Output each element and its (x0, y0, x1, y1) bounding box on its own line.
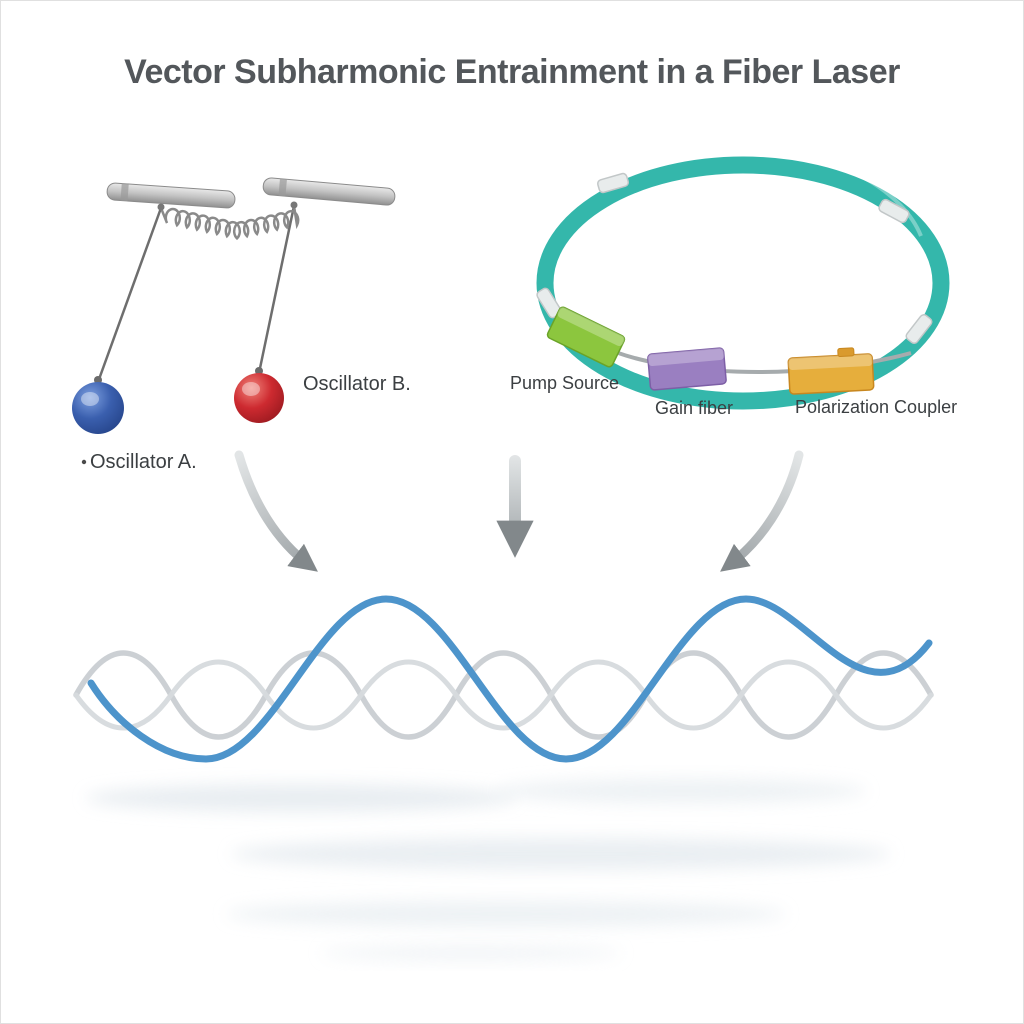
gain-fiber-box (647, 347, 727, 391)
box-highlight (557, 307, 625, 347)
bar-band (278, 178, 287, 197)
box-highlight (788, 354, 873, 371)
oscillator-a-label: Oscillator A. (90, 451, 197, 473)
shadow-blob (226, 901, 786, 927)
background-waves (73, 650, 934, 740)
arrow-left-icon (234, 450, 318, 572)
bar-band (120, 183, 129, 201)
coupled-pendulums: Oscillator A. Oscillator B. (72, 177, 411, 473)
splice-sleeve-icon (596, 172, 630, 194)
gray-wave-2 (73, 659, 934, 731)
flow-arrows (234, 450, 804, 572)
splice-sleeve-icon (905, 314, 933, 344)
gain-fiber-label: Gain fiber (655, 398, 733, 418)
hook-b (290, 201, 298, 209)
ball-a-knob (94, 376, 102, 384)
ring-sheen (559, 143, 923, 237)
shadow-blob (86, 784, 516, 812)
box-highlight (647, 348, 724, 367)
stray-dot (81, 459, 87, 465)
splice-sleeve-icon (878, 198, 910, 224)
pendulum-string-b (257, 205, 296, 374)
polarization-coupler-label: Polarization Coupler (795, 397, 957, 417)
coupler-tab (837, 347, 855, 358)
ground-shadows (86, 779, 891, 961)
ball-b-highlight (242, 382, 260, 396)
shadow-blob (231, 838, 891, 870)
ball-a-highlight (81, 392, 99, 406)
pendulum-bar-left (106, 182, 236, 209)
pump-source-box (546, 306, 626, 368)
ball-a (72, 382, 124, 434)
pendulum-bar-right (262, 177, 396, 206)
entrained-blue-wave (87, 595, 933, 763)
oscillator-a-ball (72, 376, 124, 434)
pendulum-string-a (96, 207, 163, 383)
ball-b (234, 373, 284, 423)
fiber-laser-ring: Pump Source Gain fiber Polarization Coup… (510, 143, 957, 418)
pump-source-label: Pump Source (510, 373, 619, 393)
oscillator-b-ball (234, 367, 284, 423)
ball-b-knob (255, 367, 263, 375)
hook-a (157, 203, 165, 211)
gray-wave-1 (73, 650, 934, 740)
polarization-coupler-box (787, 347, 875, 395)
arrow-right-icon (720, 450, 804, 572)
coupling-spring (159, 205, 300, 241)
page-title: Vector Subharmonic Entrainment in a Fibe… (124, 53, 900, 91)
ring-fiber (536, 156, 950, 410)
oscillator-b-label: Oscillator B. (303, 373, 411, 395)
shadow-blob (321, 945, 621, 961)
shadow-blob (496, 779, 866, 803)
